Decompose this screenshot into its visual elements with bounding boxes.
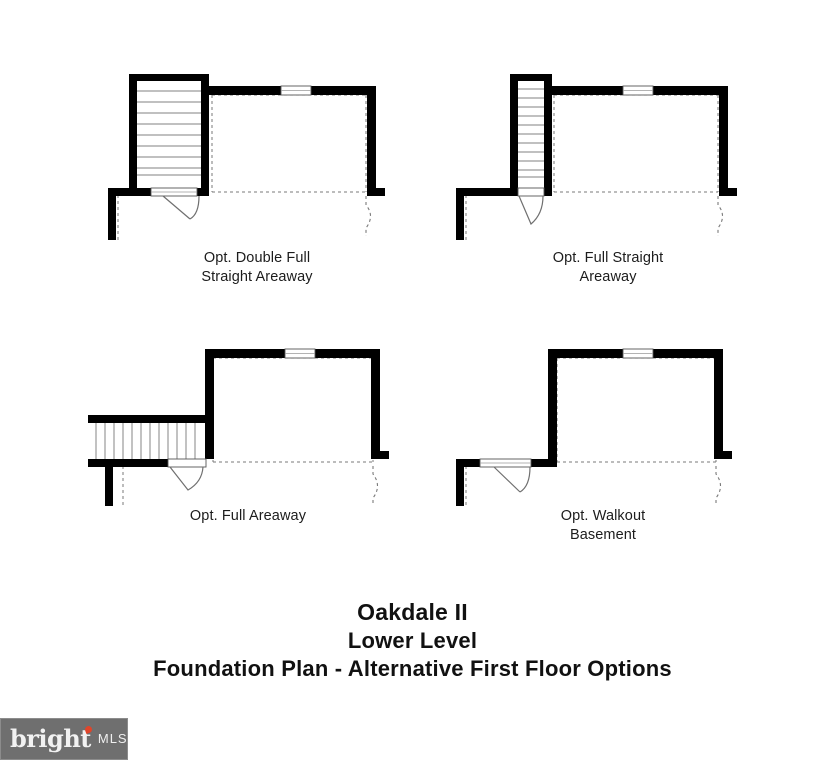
plan-opt-full-straight-areaway (456, 74, 737, 240)
window-opening (280, 85, 312, 96)
interior-dashed-lines (122, 357, 377, 506)
door-swing-arc (493, 466, 531, 493)
plan-opt-walkout-basement (456, 348, 732, 506)
walls (88, 349, 389, 506)
door-opening (167, 458, 207, 468)
stair-treads (517, 79, 545, 178)
dashed-stoop-arc (715, 466, 722, 506)
plan-opt-double-full-straight-areaway (108, 74, 385, 240)
dashed-stoop-arc (365, 196, 372, 236)
door-swing-arc (518, 195, 544, 225)
stair-treads (136, 79, 203, 176)
plan-caption-full-areaway: Opt. Full Areaway (189, 508, 307, 524)
dashed-stoop-arc (717, 196, 724, 236)
sheet-title-level: Lower Level (347, 628, 478, 653)
door-opening (150, 187, 198, 197)
watermark-brand-text: bright (10, 724, 93, 753)
interior-dashed-lines (465, 357, 720, 506)
plan-caption-full-straight-areaway: Opt. Full Straight Areaway (552, 250, 664, 285)
window-opening (622, 348, 654, 359)
watermark-mls-text: MLS (97, 731, 128, 746)
interior-dashed-lines (117, 94, 370, 240)
sheet-title-description: Foundation Plan - Alternative First Floo… (153, 656, 672, 681)
plan-caption-walkout-basement: Opt. Walkout Basement (560, 508, 646, 543)
door-opening (517, 187, 545, 197)
watermark-accent-dot-icon (83, 725, 93, 734)
window-opening (284, 348, 316, 359)
plan-opt-full-areaway (88, 348, 389, 506)
door-swing-arc (162, 195, 200, 220)
window-opening (622, 85, 654, 96)
walls (456, 74, 737, 240)
walls (108, 74, 385, 240)
bright-mls-watermark: bright MLS (0, 718, 128, 760)
plan-caption-double-full-straight-areaway: Opt. Double Full Straight Areaway (201, 250, 313, 285)
sheet-title-block: Oakdale II Lower Level Foundation Plan -… (0, 598, 825, 683)
sheet-title-plan-name: Oakdale II (357, 599, 468, 625)
door-swing-arc (169, 466, 204, 491)
stair-treads (95, 422, 196, 460)
interior-dashed-lines (465, 94, 722, 240)
dashed-stoop-arc (372, 466, 379, 506)
walls (456, 349, 732, 506)
door-opening (479, 458, 532, 468)
